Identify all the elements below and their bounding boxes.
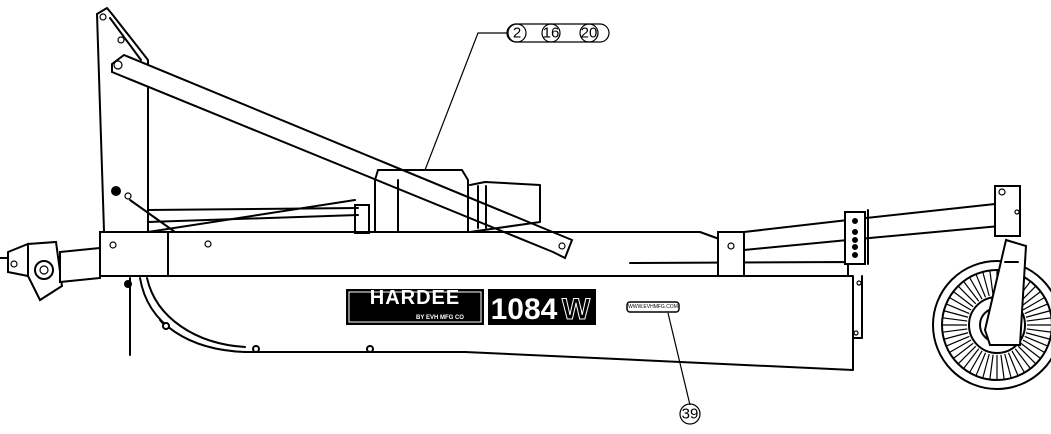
- wheel-tread-line: [1014, 348, 1031, 369]
- wheel-tread-line: [1007, 352, 1019, 377]
- wheel-tread-line: [953, 291, 974, 308]
- wheel-tread-line: [953, 342, 974, 359]
- wheel-tread-line: [1017, 345, 1037, 365]
- wheel-tread-line: [968, 350, 983, 373]
- under-braces: [129, 199, 359, 233]
- website-decal: WWW.EVHMFG.COM: [626, 301, 680, 313]
- brand-name: HARDEE: [370, 287, 460, 309]
- callout-16: 16: [543, 25, 560, 42]
- brand-subtitle: BY EVH MFG CO: [416, 315, 464, 321]
- wheel-tread-line: [1022, 339, 1045, 354]
- callout-2: 2: [513, 25, 521, 42]
- wheel-tread-line: [957, 345, 977, 365]
- wheel-tread-line: [982, 271, 990, 297]
- wheel-tread-line: [945, 303, 970, 315]
- callout-top: 2 16 20: [506, 23, 610, 43]
- wheel-tread-line: [989, 270, 994, 296]
- wheel-tread-line: [1020, 291, 1041, 308]
- leader-line-top: [424, 32, 507, 171]
- wheel-tread-line: [989, 354, 994, 380]
- pto-driveline: [0, 240, 101, 302]
- wheel-tread-line: [982, 353, 990, 379]
- wheel-tread-line: [942, 317, 968, 322]
- wheel-tread-line: [1022, 296, 1045, 311]
- wheel-tread-line: [1026, 328, 1051, 333]
- wheel-tread-line: [957, 285, 977, 305]
- top-link-arm: [111, 53, 574, 260]
- wheel-tread-line: [1011, 350, 1026, 373]
- wheel-tread-line: [1026, 317, 1051, 322]
- wheel-tread-line: [945, 335, 970, 347]
- wheel-tread-line: [1004, 353, 1012, 379]
- wheel-tread-line: [963, 348, 980, 369]
- front-skirt: [124, 277, 466, 356]
- tail-wheel-arm: [743, 185, 1021, 265]
- wheel-tread-line: [943, 332, 969, 340]
- wheel-tread-line: [1024, 335, 1049, 347]
- brand-decal: HARDEE BY EVH MFG CO 1084 W: [346, 287, 596, 327]
- wheel-tread-line: [975, 273, 987, 298]
- tail-wheel: [932, 238, 1051, 390]
- wheel-tread-line: [1020, 342, 1041, 359]
- hitch-a-frame: [96, 7, 149, 233]
- wheel-tread-line: [963, 281, 980, 302]
- wheel-tread-line: [949, 339, 972, 354]
- callout-20: 20: [581, 25, 598, 42]
- wheel-tread-line: [1024, 303, 1049, 315]
- model-number: 1084: [491, 293, 558, 326]
- wheel-tread-line: [968, 277, 983, 300]
- wheel-tread-line: [942, 328, 968, 333]
- wheel-tread-line: [975, 352, 987, 377]
- website-text: WWW.EVHMFG.COM: [628, 304, 678, 310]
- callout-39: 39: [682, 406, 699, 423]
- callout-bottom: 39: [679, 403, 701, 425]
- leader-line-bottom: [667, 312, 691, 406]
- wheel-tread-line: [943, 310, 969, 318]
- wheel-tread-line: [1000, 354, 1005, 380]
- wheel-tread-line: [1025, 310, 1051, 318]
- model-suffix: W: [562, 293, 591, 326]
- wheel-tread-line: [1025, 332, 1051, 340]
- wheel-tread-line: [949, 296, 972, 311]
